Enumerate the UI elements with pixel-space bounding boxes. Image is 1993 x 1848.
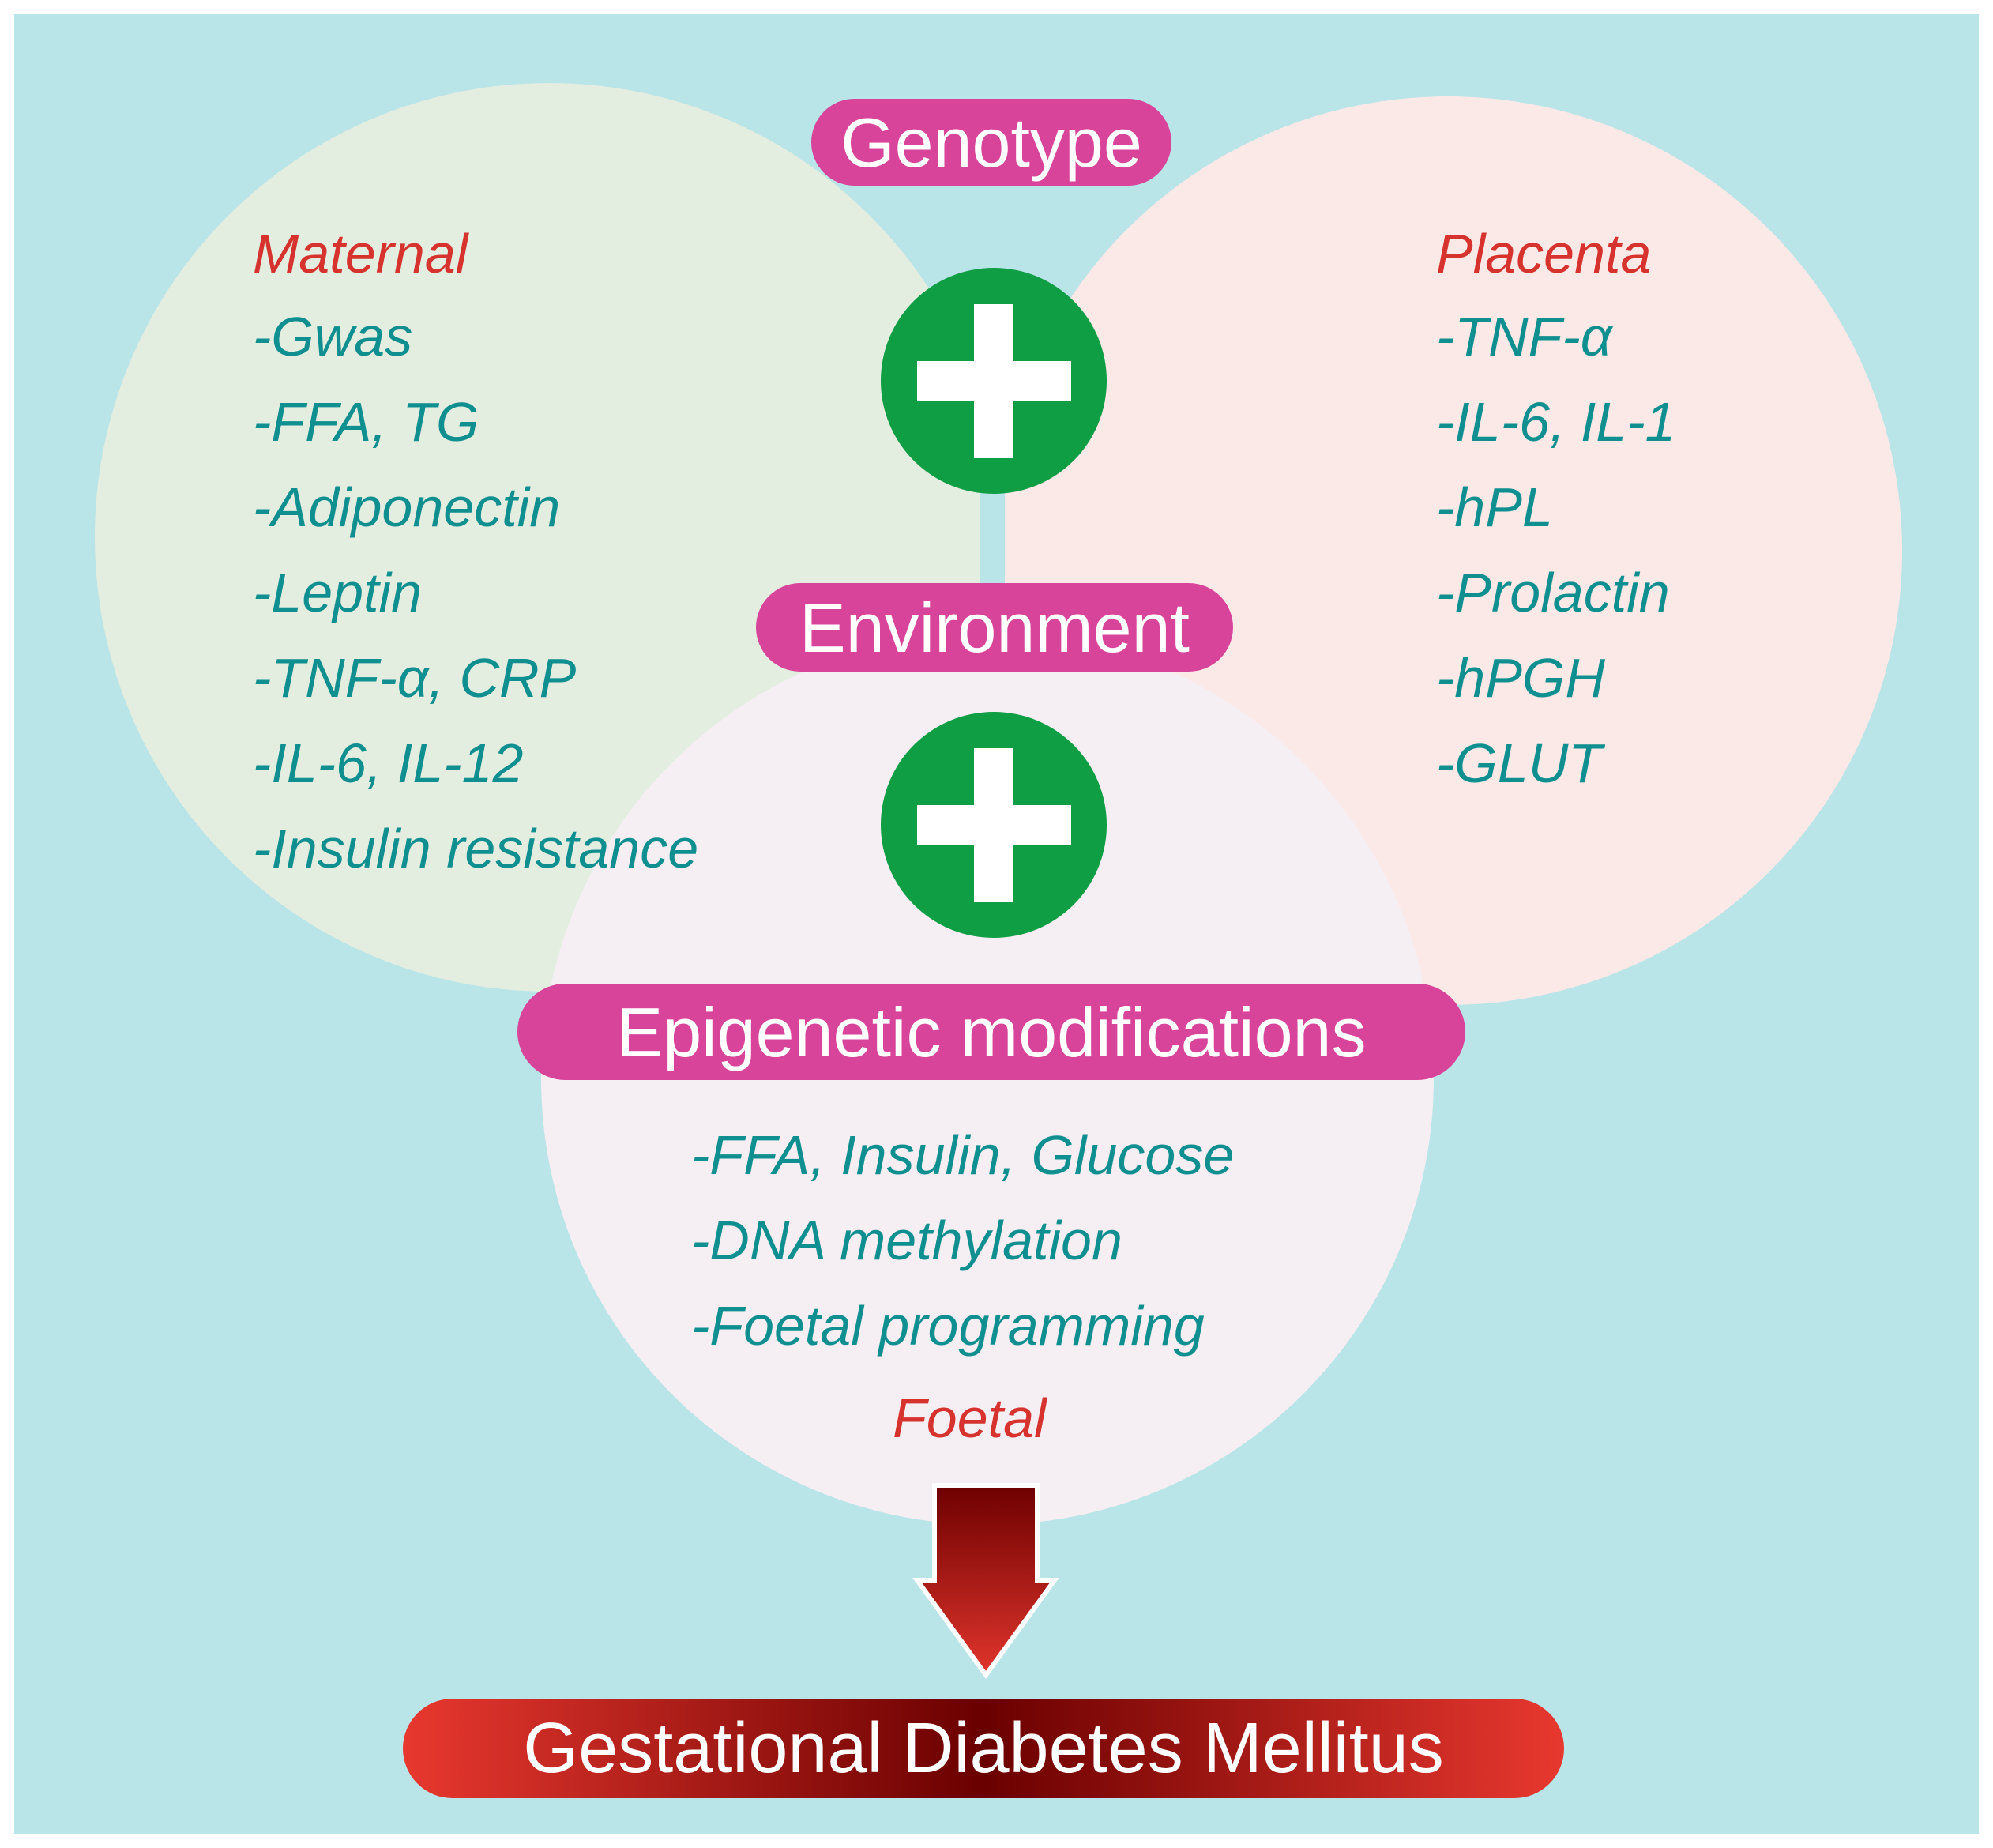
list-item: -IL-6, IL-1 — [1436, 391, 1676, 453]
list-item: -Leptin — [253, 562, 423, 623]
genotype-label: Genotype — [840, 104, 1142, 182]
plus-icon-bottom — [881, 712, 1107, 938]
list-item: -Prolactin — [1436, 562, 1670, 623]
result-bar — [403, 1699, 1564, 1798]
epigenetic-pill — [517, 984, 1465, 1080]
down-arrow-icon — [912, 1483, 1059, 1680]
result-label: Gestational Diabetes Mellitus — [523, 1709, 1444, 1788]
placenta-heading: Placenta — [1436, 223, 1652, 284]
list-item: -Gwas — [253, 306, 413, 367]
foetal-list: -FFA, Insulin, Glucose -DNA methylation … — [691, 1112, 1234, 1368]
list-item: -TNF-α — [1436, 306, 1612, 367]
list-item: -FFA, TG — [253, 391, 479, 453]
environment-pill — [756, 583, 1233, 672]
list-item: -Foetal programming — [691, 1295, 1205, 1357]
maternal-list: -Gwas -FFA, TG -Adiponectin -Leptin -TNF… — [253, 294, 698, 891]
epigenetic-label: Epigenetic modifications — [616, 993, 1367, 1071]
plus-icon-top — [881, 268, 1107, 494]
list-item: -FFA, Insulin, Glucose — [691, 1124, 1235, 1186]
foetal-heading: Foetal — [893, 1387, 1047, 1449]
list-item: -GLUT — [1436, 732, 1602, 794]
list-item: -Adiponectin — [253, 476, 561, 538]
placenta-list: -TNF-α -IL-6, IL-1 -hPL -Prolactin -hPGH… — [1436, 294, 1675, 806]
environment-label: Environment — [799, 589, 1190, 667]
list-item: -TNF-α, CRP — [253, 647, 577, 709]
list-item: -IL-6, IL-12 — [253, 732, 524, 794]
genotype-pill — [811, 99, 1171, 186]
list-item: -hPGH — [1436, 647, 1605, 709]
list-item: -DNA methylation — [691, 1210, 1122, 1271]
maternal-heading: Maternal — [253, 223, 468, 284]
list-item: -Insulin resistance — [253, 818, 699, 879]
list-item: -hPL — [1436, 476, 1553, 538]
